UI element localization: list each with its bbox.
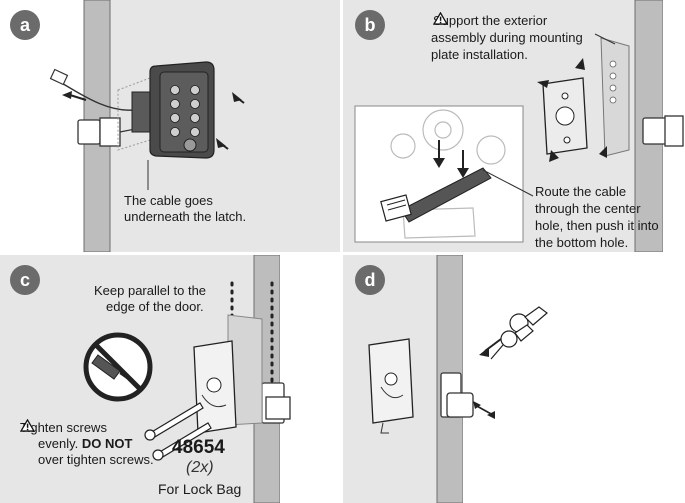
- step-c-tighten-line3: over tighten screws.: [38, 452, 154, 467]
- step-b-warning-line2: assembly during mounting: [431, 30, 583, 45]
- step-c-parallel-line1: Keep parallel to the: [94, 283, 207, 298]
- step-d-illustration: [343, 255, 685, 503]
- step-b-route-line1: Route the cable: [535, 184, 627, 199]
- step-c-tighten-line2-wrap: evenly. DO NOT: [38, 435, 132, 452]
- step-b-route-line3: hole, then push it into: [535, 218, 659, 233]
- step-a-caption-line2: underneath the latch.: [124, 209, 247, 224]
- step-a-badge: a: [10, 10, 40, 40]
- step-b-illustration: [343, 0, 685, 252]
- step-b-warning-line1: Support the exterior: [433, 13, 548, 28]
- step-d-panel: d: [343, 255, 685, 503]
- step-b-warning: Support the exterior: [433, 12, 547, 29]
- step-b-route-line4: the bottom hole.: [535, 235, 629, 250]
- part-number: 48654: [172, 437, 225, 458]
- part-quantity: (2x): [186, 459, 214, 476]
- panel-divider-vertical: [340, 0, 343, 503]
- bag-label: For Lock Bag: [158, 481, 242, 497]
- step-c-do-not: DO NOT: [81, 436, 133, 451]
- step-b-badge: b: [355, 10, 385, 40]
- step-c-panel: c Keep parallel to the edge of the door.…: [0, 255, 340, 503]
- step-c-tighten-line2: evenly.: [38, 436, 79, 451]
- step-c-tighten-line1: Tighten screws: [20, 420, 107, 435]
- step-c-badge: c: [10, 265, 40, 295]
- step-c-parallel-line2: edge of the door.: [106, 299, 204, 314]
- step-c-tighten-warning: Tighten screws: [20, 419, 107, 436]
- step-b-panel: b Support the exterior assembly during m…: [343, 0, 685, 252]
- step-c-illustration: [0, 255, 340, 503]
- panel-divider-horizontal: [0, 252, 685, 255]
- step-d-badge: d: [355, 265, 385, 295]
- step-a-panel: a The cable goes underneath the latch.: [0, 0, 340, 252]
- step-b-warning-line3: plate installation.: [431, 47, 528, 62]
- step-a-illustration: [0, 0, 340, 252]
- step-a-caption-line1: The cable goes: [124, 193, 213, 208]
- step-b-route-line2: through the center: [535, 201, 641, 216]
